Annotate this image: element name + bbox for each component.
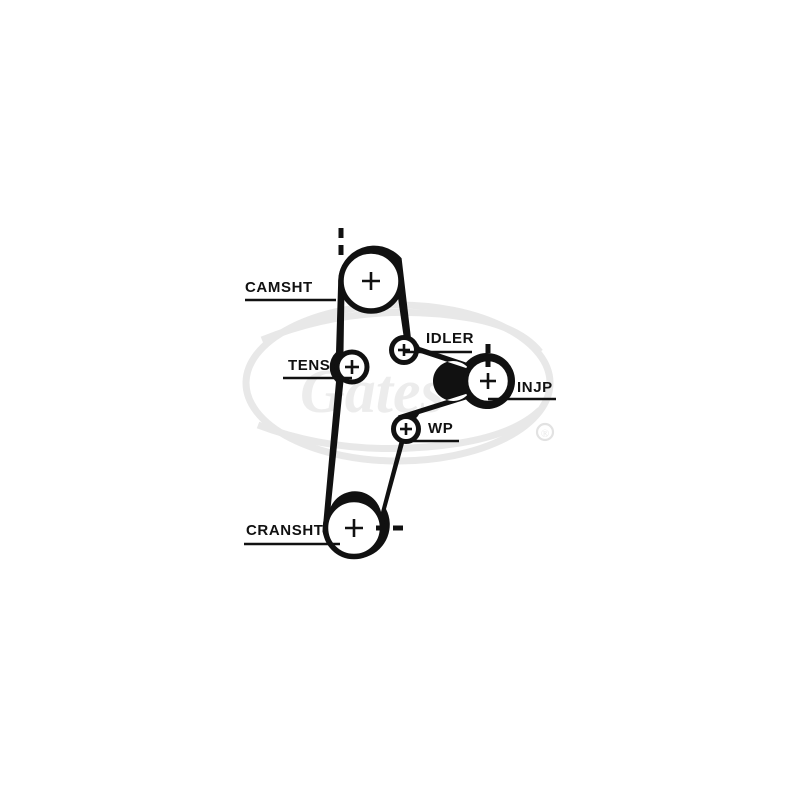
water-pump-label-text: WP <box>428 420 453 437</box>
label-crankshaft: CRANSHT <box>244 522 340 546</box>
pulley-idler <box>389 335 419 365</box>
tensioner-label-text: TENS <box>288 357 330 374</box>
pulley-group <box>322 228 514 560</box>
label-water-pump: WP <box>406 420 459 443</box>
watermark-swoosh-lower <box>256 407 543 453</box>
label-idler: IDLER <box>404 330 474 354</box>
watermark-swoosh-upper <box>260 308 543 355</box>
camshaft-timing-tick-1 <box>338 228 344 238</box>
watermark-registered-mark: ® <box>535 422 555 442</box>
pulley-tensioner <box>334 349 370 385</box>
injection-pump-timing-tick-1 <box>485 344 491 353</box>
pulley-crankshaft <box>322 496 403 560</box>
label-injection-pump: INJP <box>488 379 556 401</box>
camshaft-label-text: CAMSHT <box>245 279 313 296</box>
svg-text:®: ® <box>541 428 549 440</box>
injection-pump-timing-tick-2 <box>485 358 491 367</box>
pulley-camshaft <box>338 228 404 314</box>
pulley-injection-pump <box>462 344 514 407</box>
label-group: CAMSHT TENS IDLER INJP WP CRANSHT <box>244 279 556 546</box>
crankshaft-timing-tick-2 <box>393 525 403 531</box>
crankshaft-label-text: CRANSHT <box>246 522 324 539</box>
idler-label-text: IDLER <box>426 330 474 347</box>
crankshaft-timing-tick-1 <box>376 525 386 531</box>
label-camshaft: CAMSHT <box>245 279 336 302</box>
injection-pump-label-text: INJP <box>517 379 553 396</box>
camshaft-timing-tick-2 <box>338 245 344 255</box>
watermark-wordmark: Gates <box>300 358 445 426</box>
label-tensioner: TENS <box>283 357 352 380</box>
pulley-water-pump <box>391 414 421 444</box>
